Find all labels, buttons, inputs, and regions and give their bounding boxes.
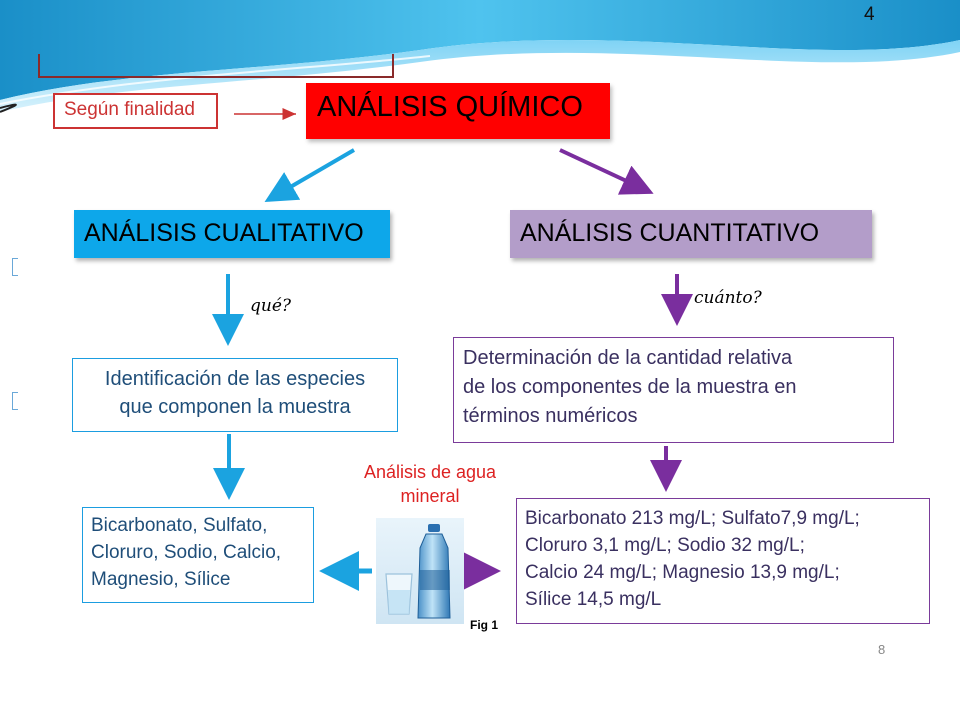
quantitative-description-line: de los componentes de la muestra en [463,376,797,398]
qualitative-analysis-box: ANÁLISIS CUALITATIVO [74,210,390,258]
quantitative-description: Determinación de la cantidad relativa de… [453,337,894,443]
page-number: 8 [878,642,886,657]
water-bottle-illustration [376,518,464,624]
root-analisis-quimico: ANÁLISIS QUÍMICO [306,83,610,139]
quantitative-result-line: Calcio 24 mg/L; Magnesio 13,9 mg/L; [525,562,840,583]
quantitative-analysis-box: ANÁLISIS CUANTITATIVO [510,210,872,258]
quantitative-result-line: Cloruro 3,1 mg/L; Sodio 32 mg/L; [525,535,805,556]
to-qualitative-arrow [264,148,356,203]
qualitative-description-line: Identificación de las especies [104,368,366,390]
slide-number: 4 [864,4,875,25]
figure-caption: Fig 1 [470,618,499,632]
top-bracket-box [38,54,394,78]
quantitative-result-line: Sílice 14,5 mg/L [525,589,662,610]
sample-label: Análisis de agua mineral [345,460,515,508]
qualitative-question: qué? [250,296,292,316]
side-bracket-mark [12,392,18,410]
quantitative-question: cuánto? [694,288,762,308]
quantitative-result-line: Bicarbonato 213 mg/L; Sulfato7,9 mg/L; [525,508,860,529]
qualitative-description: Identificación de las especies que compo… [72,358,398,432]
qualitative-description-line: que componen la muestra [119,396,351,418]
quantitative-result-list: Bicarbonato 213 mg/L; Sulfato7,9 mg/L; C… [516,498,930,624]
qualitative-result-list: Bicarbonato, Sulfato, Cloruro, Sodio, Ca… [82,507,314,603]
side-bracket-mark [12,258,18,276]
to-quantitative-arrow [559,148,654,195]
qualitative-result-line: Magnesio, Sílice [91,569,231,590]
segun-finalidad-label: Según finalidad [53,93,218,129]
quantitative-description-line: Determinación de la cantidad relativa [463,347,793,369]
sample-label-line: Análisis de agua [363,462,497,482]
qualitative-result-line: Bicarbonato, Sulfato, [91,515,268,536]
qualitative-result-line: Cloruro, Sodio, Calcio, [91,542,282,563]
sample-label-line: mineral [400,486,460,506]
quantitative-description-line: términos numéricos [463,405,638,427]
